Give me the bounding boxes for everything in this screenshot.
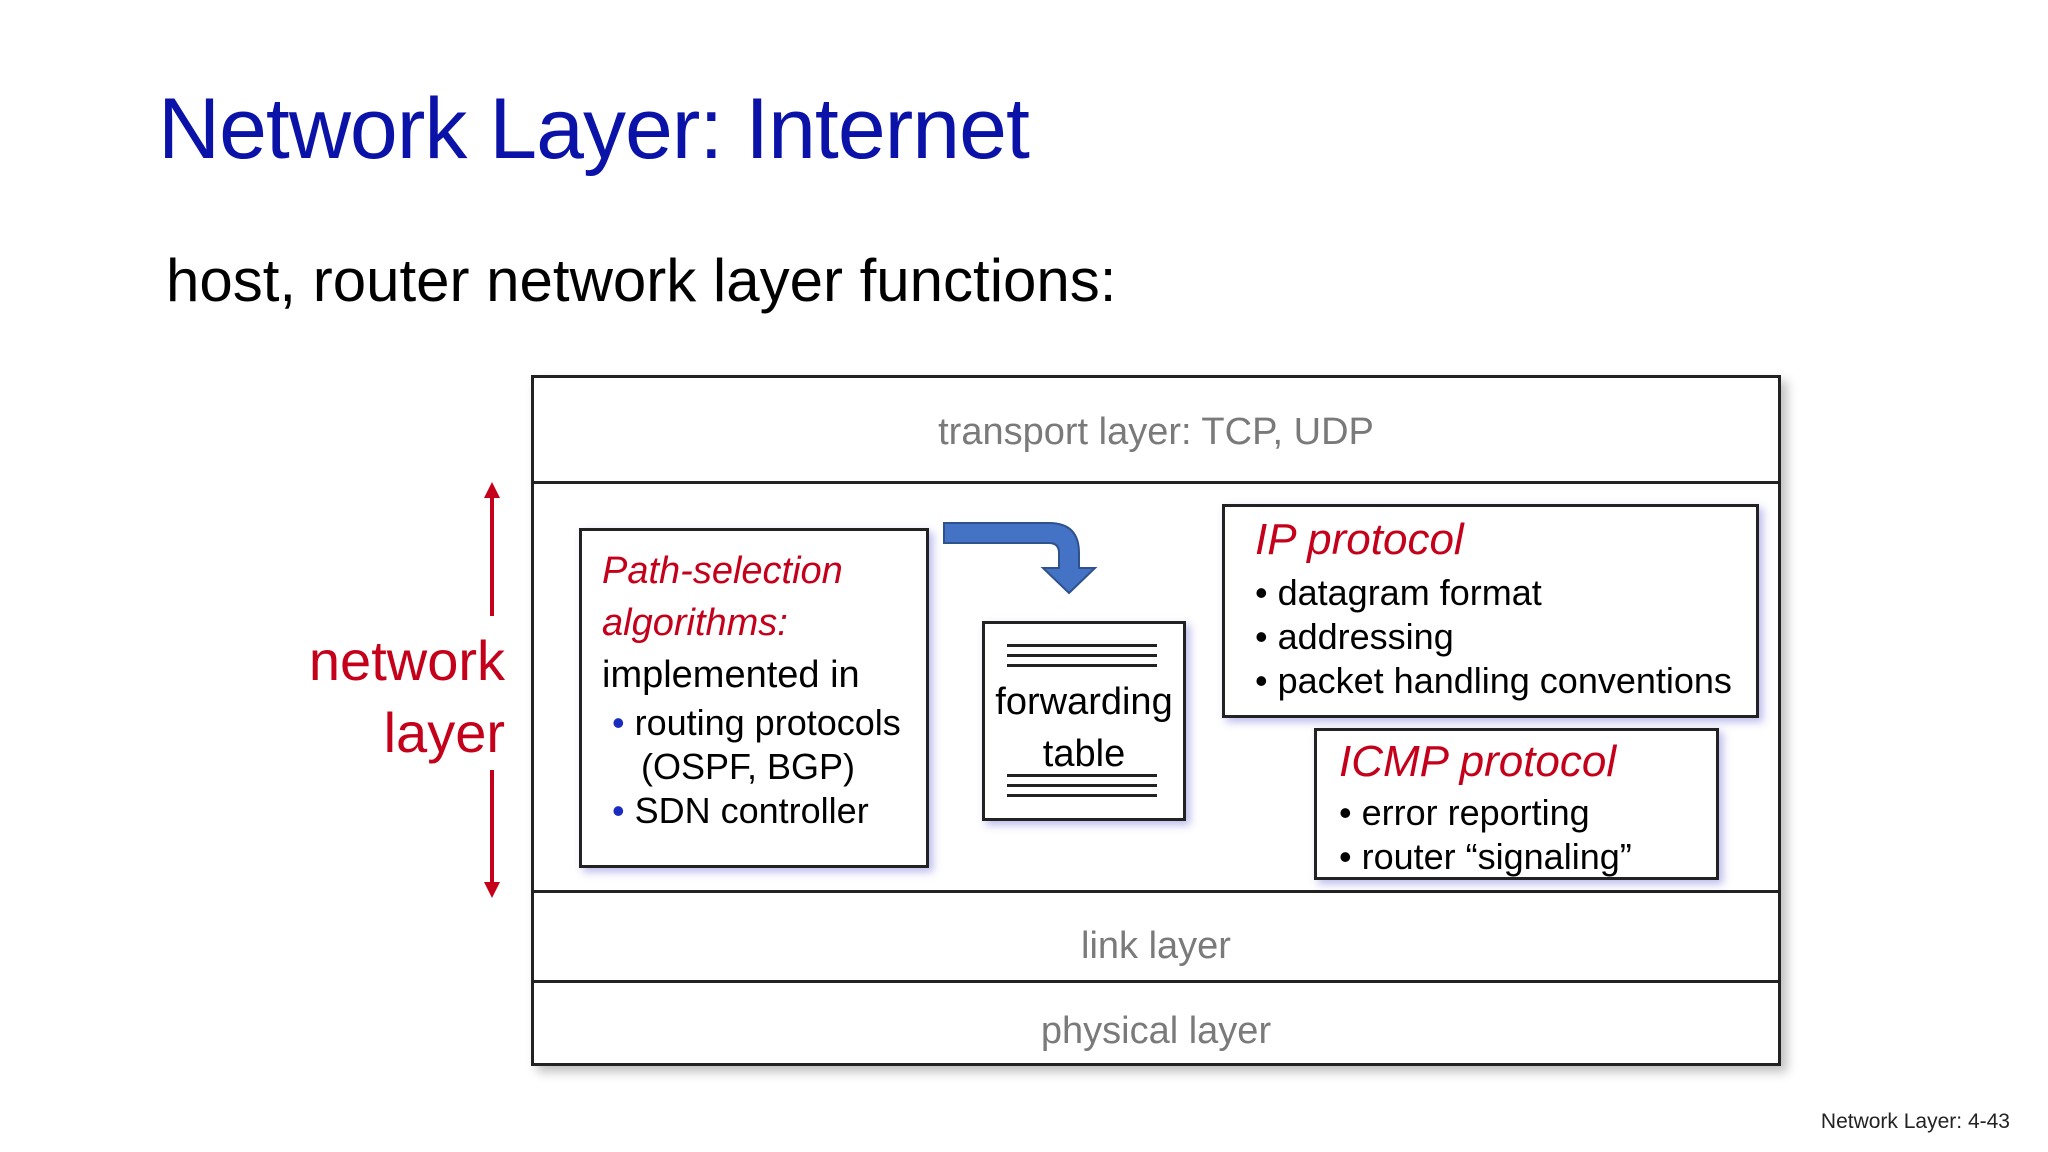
link-layer-label: link layer — [1081, 925, 1231, 967]
vertical-double-arrow-icon — [484, 482, 500, 898]
ip-protocol-box: IP protocol • datagram format • addressi… — [1222, 504, 1759, 718]
bullet-icon: • — [1255, 660, 1278, 701]
bullet-icon: • — [1339, 792, 1362, 833]
network-layer-label-line2: layer — [383, 701, 505, 764]
bullet-icon: • — [1255, 616, 1278, 657]
list-item: • packet handling conventions — [1255, 660, 1732, 701]
divider-link — [534, 890, 1778, 893]
network-layer-label-line1: network — [308, 629, 505, 692]
path-selection-box: Path-selection algorithms: implemented i… — [579, 528, 929, 868]
physical-layer-label: physical layer — [1040, 1010, 1272, 1052]
forwarding-table-box: forwarding table — [982, 621, 1186, 821]
transport-layer-label: transport layer: TCP, UDP — [938, 411, 1374, 453]
list-item: • error reporting — [1339, 792, 1590, 833]
list-item: • SDN controller — [612, 790, 869, 831]
bullet-icon: • — [1255, 572, 1278, 613]
list-item: • router “signaling” — [1339, 836, 1632, 877]
divider-transport — [534, 481, 1778, 484]
path-selection-title-1: Path-selection — [602, 550, 843, 592]
bullet-icon: • — [612, 790, 635, 831]
slide-number: Network Layer: 4-43 — [1820, 1110, 2010, 1133]
icmp-protocol-title: ICMP protocol — [1339, 737, 1617, 786]
slide-title: Network Layer: Internet — [158, 81, 1030, 177]
bullet-icon: • — [612, 702, 635, 743]
list-item: • datagram format — [1255, 572, 1542, 613]
ip-protocol-title: IP protocol — [1255, 515, 1464, 564]
list-item: • routing protocols — [612, 702, 901, 743]
network-layer-label: network layer — [290, 625, 505, 769]
path-selection-title-2: algorithms: — [602, 602, 788, 644]
path-selection-body: implemented in — [602, 654, 860, 696]
bullet-icon: • — [1339, 836, 1362, 877]
list-item: • addressing — [1255, 616, 1454, 657]
protocol-stack: transport layer: TCP, UDP link layer phy… — [531, 375, 1781, 1066]
forwarding-table-label-1: forwarding — [995, 681, 1173, 723]
divider-physical — [534, 980, 1778, 983]
forwarding-table-label-2: table — [1042, 733, 1126, 775]
icmp-protocol-box: ICMP protocol • error reporting • router… — [1314, 728, 1719, 880]
curved-arrow-icon — [943, 522, 1098, 595]
slide-subtitle: host, router network layer functions: — [166, 247, 1117, 314]
list-item: (OSPF, BGP) — [641, 746, 856, 787]
